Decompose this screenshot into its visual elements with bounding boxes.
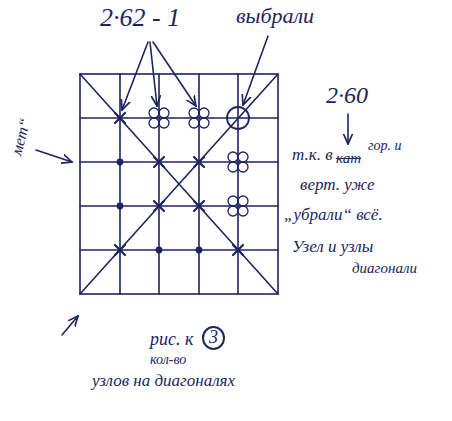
note-text: верт. уже (300, 176, 374, 195)
struck-text: кат (336, 150, 361, 167)
grid-border (80, 74, 278, 294)
note-text: „убрали“ всё. (284, 206, 383, 225)
chosen-node-circle (227, 107, 249, 129)
callout-number: 2·60 (326, 82, 368, 108)
note-text: диагонали (352, 260, 417, 277)
diagonals (80, 74, 278, 294)
callout-number: 2·62 - 1 (100, 4, 180, 33)
note-text: узлов на диагоналях (92, 372, 235, 391)
note-text: гор. и (368, 138, 401, 153)
cross-marks (115, 113, 243, 255)
figure-caption: рис. к (150, 330, 193, 350)
node-dots (117, 159, 201, 252)
note-text: мет“ (7, 116, 34, 157)
note-text: Узел и узлы (292, 238, 373, 257)
note-text: выбрали (236, 4, 314, 28)
figure-number: 3 (202, 326, 225, 350)
flower-marks (149, 108, 248, 216)
note-text: кол-во (150, 352, 186, 367)
grid-lines (80, 74, 278, 294)
note-text: т.к. в (292, 146, 333, 165)
